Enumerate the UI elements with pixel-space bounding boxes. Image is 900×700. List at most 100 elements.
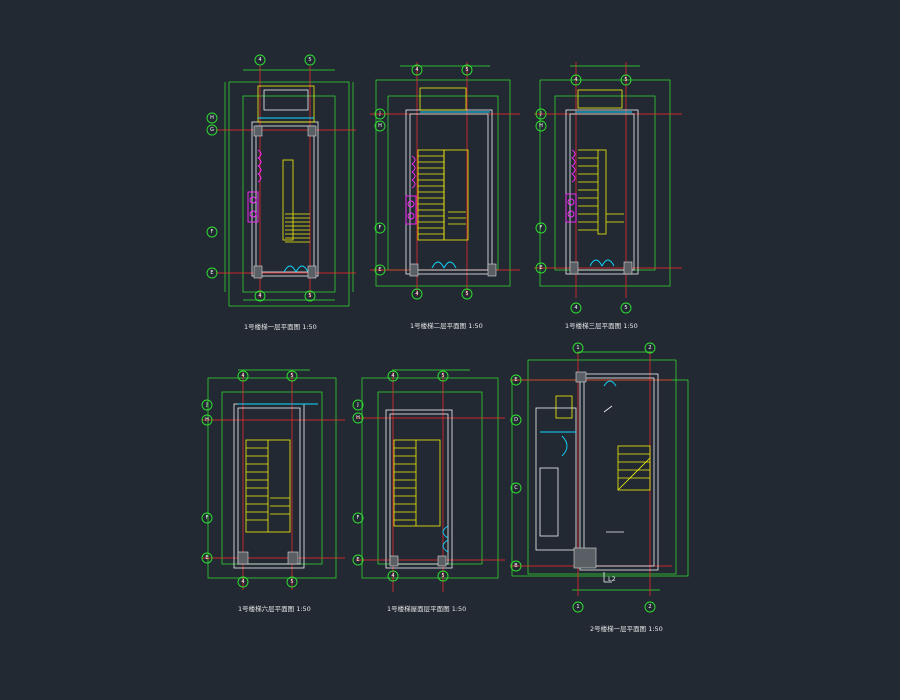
plan4-grid-left-1-circle [201,414,213,426]
plan3-grid-bottom-1-label: 5 [624,305,627,311]
plan4-grid-bottom-1-label: 5 [290,579,293,585]
plan-title-1: 1号楼梯一层平面图 1:50 [244,322,317,331]
plan-stair1-floor3 [534,62,682,298]
plan-title-5: 1号楼梯屋面层平面图 1:50 [387,604,466,613]
plan2-grid-bottom-0-circle [411,288,423,300]
plan2-grid-top-1-circle [461,64,473,76]
plan6-grid-left-0-label: E [514,377,517,383]
plan-stair1-floor1 [216,66,356,307]
plan6-grid-bottom-1-circle [644,601,656,613]
plan6-grid-bottom-0-label: 1 [576,604,579,610]
plan6-grid-top-0-label: 1 [576,345,579,351]
plan-bottom-label: L2 [608,575,616,583]
plan4-grid-top-1-label: 5 [290,373,293,379]
plan5-grid-top-1-circle [437,370,449,382]
plan4-grid-bottom-0-label: 4 [241,579,244,585]
plan3-grid-top-1-label: 5 [624,77,627,83]
plan4-grid-left-3-label: E [205,555,208,561]
plan6-grid-left-3-circle [510,560,522,572]
plan1-grid-left-3-label: E [210,270,213,276]
plan2-grid-top-0-circle [411,64,423,76]
plan4-grid-bottom-1-circle [286,576,298,588]
plan4-grid-bottom-0-circle [237,576,249,588]
plan2-grid-bottom-1-circle [461,288,473,300]
plan1-grid-bottom-1-label: 5 [308,293,311,299]
plan4-grid-left-2-circle [201,512,213,524]
plan-stair1-floor6 [202,369,345,590]
plan5-grid-bottom-1-circle [437,570,449,582]
plan-title-4: 1号楼梯六层平面图 1:50 [238,604,311,613]
plan3-grid-left-0-circle [535,108,547,120]
plan6-grid-left-0-circle [510,374,522,386]
plan-stair1-floor2 [370,62,520,296]
plan2-grid-top-0-label: 4 [415,67,418,73]
plan2-grid-left-1-label: H [378,123,382,129]
plan2-grid-left-2-label: F [379,225,382,231]
plan1-grid-top-0-circle [254,54,266,66]
plan1-grid-bottom-0-circle [254,290,266,302]
plan4-grid-left-2-label: F [206,515,209,521]
plan5-grid-bottom-0-circle [387,570,399,582]
plan6-grid-top-1-circle [644,342,656,354]
plan-stair1-roof [356,369,505,592]
plan2-grid-left-0-label: J [378,111,380,117]
plan5-grid-top-1-label: 5 [441,373,444,379]
plan5-grid-bottom-0-label: 4 [391,573,394,579]
plan2-grid-bottom-0-label: 4 [415,291,418,297]
plan4-grid-top-1-circle [286,370,298,382]
plan4-grid-left-1-label: H [205,417,209,423]
plan1-grid-left-1-label: G [210,127,214,133]
plan1-grid-left-3-circle [206,267,218,279]
plan4-grid-top-0-label: 4 [241,373,244,379]
plan5-grid-left-2-label: F [357,515,360,521]
plan-title-6: 2号楼梯一层平面图 1:50 [590,624,663,633]
plan3-grid-left-0-label: J [539,111,541,117]
plan5-grid-left-2-circle [352,512,364,524]
plan4-grid-left-0-circle [201,399,213,411]
plan3-grid-left-2-circle [535,222,547,234]
plan3-grid-top-0-label: 4 [574,77,577,83]
plan6-grid-bottom-0-circle [572,601,584,613]
plan-stair2-floor1 [510,351,689,596]
plan5-grid-left-0-circle [352,399,364,411]
plan6-grid-top-1-label: 2 [648,345,651,351]
plan4-grid-top-0-circle [237,370,249,382]
plan-title-2: 1号楼梯二层平面图 1:50 [410,321,483,330]
plan6-grid-left-3-label: B [514,563,518,569]
plan1-grid-top-1-circle [304,54,316,66]
plan1-grid-left-2-circle [206,226,218,238]
plan4-grid-left-3-circle [201,552,213,564]
plan1-grid-bottom-1-circle [304,290,316,302]
plan6-grid-left-1-label: D [514,417,518,423]
plan1-grid-left-1-circle [206,124,218,136]
plan6-grid-bottom-1-label: 2 [648,604,651,610]
plan3-grid-bottom-0-circle [570,302,582,314]
plan1-grid-left-0-circle [206,112,218,124]
plan3-grid-left-1-label: H [539,123,543,129]
plan6-grid-left-2-circle [510,482,522,494]
plan1-grid-bottom-0-label: 4 [258,293,261,299]
plan3-grid-left-3-circle [535,262,547,274]
plan5-grid-top-0-circle [387,370,399,382]
plan2-grid-left-3-label: E [378,267,381,273]
plan1-grid-left-2-label: F [211,229,214,235]
plan3-grid-bottom-0-label: 4 [574,305,577,311]
plan6-grid-left-2-label: C [514,485,518,491]
plan1-grid-top-0-label: 4 [258,57,261,63]
plan2-grid-left-2-circle [374,222,386,234]
plan1-grid-top-1-label: 5 [308,57,311,63]
plan3-grid-top-0-circle [570,74,582,86]
plan6-grid-left-1-circle [510,414,522,426]
plan6-grid-top-0-circle [572,342,584,354]
plan4-grid-left-0-label: J [205,402,207,408]
plan5-grid-left-0-label: J [356,402,358,408]
plan3-grid-left-3-label: E [539,265,542,271]
plan5-grid-left-3-circle [352,554,364,566]
plan2-grid-left-1-circle [374,120,386,132]
plan2-grid-left-3-circle [374,264,386,276]
plan3-grid-left-1-circle [535,120,547,132]
plan1-grid-left-0-label: H [210,115,214,121]
